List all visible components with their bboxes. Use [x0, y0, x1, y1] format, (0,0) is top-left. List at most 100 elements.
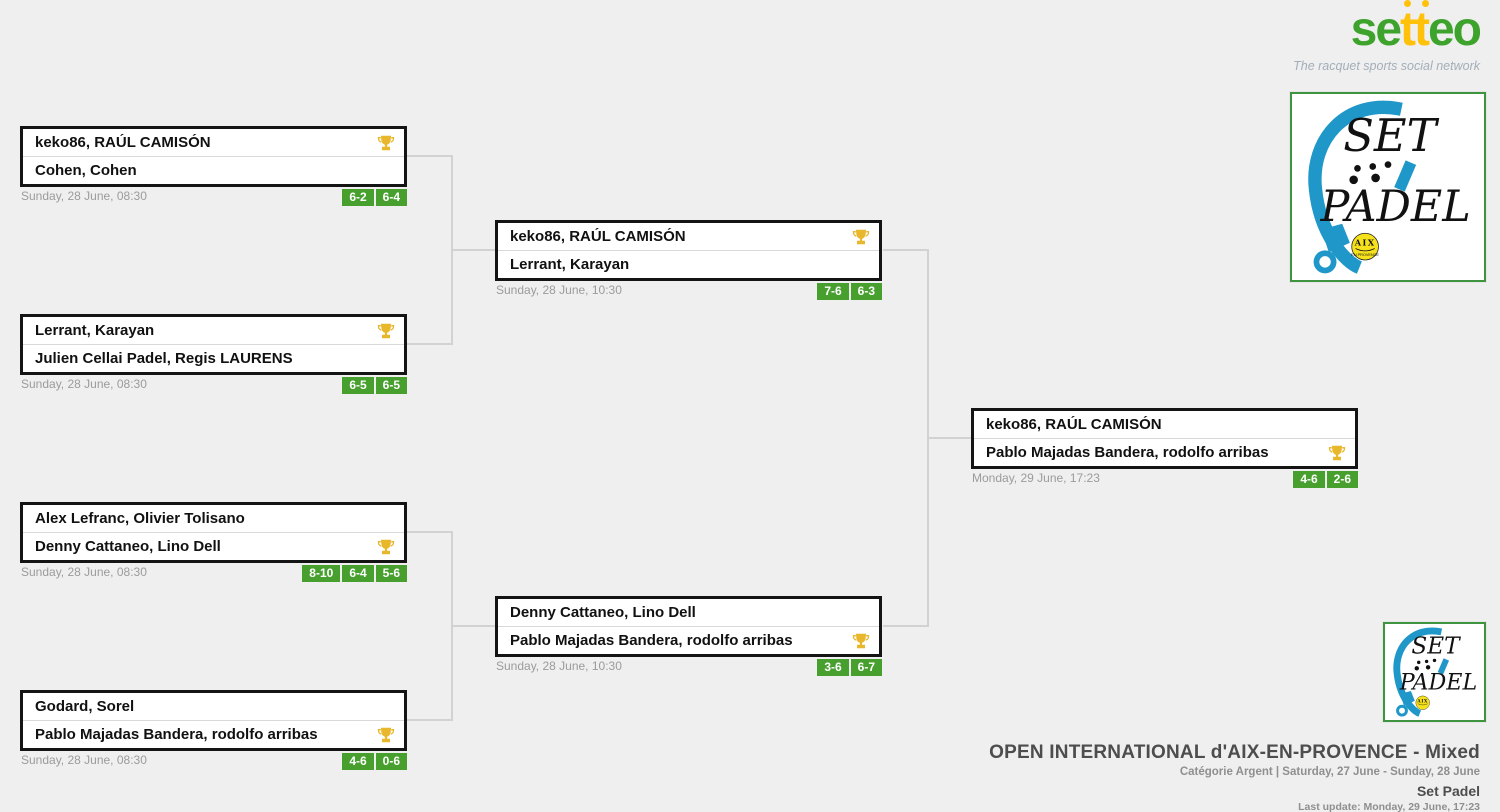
bracket-connector — [451, 249, 495, 251]
match-box[interactable]: Godard, Sorel Pablo Majadas Bandera, rod… — [20, 690, 407, 751]
trophy-icon — [377, 323, 395, 338]
match-date: Monday, 29 June, 17:23 — [972, 471, 1100, 485]
team-name: keko86, RAÚL CAMISÓN — [986, 416, 1162, 433]
team-name: Lerrant, Karayan — [35, 322, 155, 339]
trophy-icon — [377, 135, 395, 150]
score-badge: 6-4 — [375, 189, 407, 206]
match-box[interactable]: keko86, RAÚL CAMISÓN Cohen, Cohen — [20, 126, 407, 187]
set-padel-word1: SET — [1343, 109, 1439, 162]
score-badge: 7-6 — [817, 283, 849, 300]
score-badge: 6-3 — [850, 283, 882, 300]
aix-badge-label: AIX — [1416, 698, 1428, 703]
match-box[interactable]: Alex Lefranc, Olivier Tolisano Denny Cat… — [20, 502, 407, 563]
match-card: Denny Cattaneo, Lino Dell Pablo Majadas … — [495, 596, 882, 676]
aix-badge-label: AIX — [1354, 238, 1376, 248]
match-date: Sunday, 28 June, 08:30 — [21, 753, 147, 767]
score-badge: 6-5 — [375, 377, 407, 394]
team-name: Denny Cattaneo, Lino Dell — [35, 538, 221, 555]
match-date: Sunday, 28 June, 10:30 — [496, 283, 622, 297]
score-badge: 5-6 — [375, 565, 407, 582]
team-row: Pablo Majadas Bandera, rodolfo arribas — [498, 626, 879, 654]
set-padel-word1: SET — [1411, 634, 1461, 660]
club-name: Set Padel — [1416, 783, 1480, 799]
team-name: Julien Cellai Padel, Regis LAURENS — [35, 350, 293, 367]
team-row: Pablo Majadas Bandera, rodolfo arribas — [974, 438, 1355, 466]
bracket-connector — [883, 625, 929, 627]
match-date: Sunday, 28 June, 08:30 — [21, 565, 147, 579]
team-name: Pablo Majadas Bandera, rodolfo arribas — [986, 444, 1269, 461]
trophy-icon — [852, 633, 870, 648]
set-padel-word2: PADEL — [1399, 669, 1477, 695]
team-name: Alex Lefranc, Olivier Tolisano — [35, 510, 245, 527]
team-row: Julien Cellai Padel, Regis LAURENS — [23, 344, 404, 372]
bracket-connector — [407, 719, 453, 721]
match-card: keko86, RAÚL CAMISÓN Cohen, Cohen — [20, 126, 407, 206]
match-box[interactable]: Lerrant, Karayan Julien Cellai Padel, Re… — [20, 314, 407, 375]
team-name: Cohen, Cohen — [35, 162, 137, 179]
score-badge: 3-6 — [817, 659, 849, 676]
setteo-tagline: The racquet sports social network — [1293, 59, 1480, 73]
match-box[interactable]: keko86, RAÚL CAMISÓN Pablo Majadas Bande… — [971, 408, 1358, 469]
set-padel-racquet-icon: SET PADEL AIX — [1393, 627, 1477, 717]
trophy-icon — [377, 539, 395, 554]
score-badge: 2-6 — [1326, 471, 1358, 488]
team-row: Alex Lefranc, Olivier Tolisano — [23, 505, 404, 532]
team-name: Lerrant, Karayan — [510, 256, 630, 273]
team-name: Pablo Majadas Bandera, rodolfo arribas — [510, 632, 793, 649]
tournament-info: OPEN INTERNATIONAL d'AIX-EN-PROVENCE - M… — [989, 742, 1480, 812]
team-name: keko86, RAÚL CAMISÓN — [510, 228, 686, 245]
match-date: Sunday, 28 June, 08:30 — [21, 377, 147, 391]
trophy-icon — [1328, 445, 1346, 460]
bracket-connector — [883, 249, 929, 251]
last-update: Last update: Monday, 29 June, 17:23 — [1298, 801, 1480, 812]
match-card: Godard, Sorel Pablo Majadas Bandera, rod… — [20, 690, 407, 770]
team-row: Lerrant, Karayan — [498, 250, 879, 278]
aix-badge-sublabel: EN PROVENCE — [1351, 253, 1379, 257]
bracket-connector — [407, 155, 453, 157]
tournament-title: OPEN INTERNATIONAL d'AIX-EN-PROVENCE - M… — [989, 742, 1480, 763]
score-badge: 4-6 — [342, 753, 374, 770]
score-badge: 6-5 — [342, 377, 374, 394]
score-badge: 4-6 — [1293, 471, 1325, 488]
trophy-icon — [852, 229, 870, 244]
tournament-subtitle: Catégorie Argent | Saturday, 27 June - S… — [1179, 766, 1480, 778]
team-name: Pablo Majadas Bandera, rodolfo arribas — [35, 726, 318, 743]
team-row: keko86, RAÚL CAMISÓN — [23, 129, 404, 156]
match-card: Lerrant, Karayan Julien Cellai Padel, Re… — [20, 314, 407, 394]
score-badge: 6-2 — [342, 189, 374, 206]
team-row: Denny Cattaneo, Lino Dell — [23, 532, 404, 560]
team-row: Godard, Sorel — [23, 693, 404, 720]
score-badge: 0-6 — [375, 753, 407, 770]
trophy-icon — [377, 727, 395, 742]
bracket-connector — [927, 437, 971, 439]
bracket-connector — [407, 531, 453, 533]
match-date: Sunday, 28 June, 08:30 — [21, 189, 147, 203]
set-padel-logo-large: SET PADEL AIX EN PROVENCE — [1290, 92, 1486, 282]
match-card: keko86, RAÚL CAMISÓN Lerrant, Karayan — [495, 220, 882, 300]
team-row: keko86, RAÚL CAMISÓN — [498, 223, 879, 250]
team-name: Godard, Sorel — [35, 698, 135, 715]
team-row: Pablo Majadas Bandera, rodolfo arribas — [23, 720, 404, 748]
bracket-connector — [407, 343, 453, 345]
team-row: keko86, RAÚL CAMISÓN — [974, 411, 1355, 438]
match-card: Alex Lefranc, Olivier Tolisano Denny Cat… — [20, 502, 407, 582]
match-box[interactable]: Denny Cattaneo, Lino Dell Pablo Majadas … — [495, 596, 882, 657]
match-box[interactable]: keko86, RAÚL CAMISÓN Lerrant, Karayan — [495, 220, 882, 281]
match-date: Sunday, 28 June, 10:30 — [496, 659, 622, 673]
score-badge: 8-10 — [302, 565, 341, 582]
match-card: keko86, RAÚL CAMISÓN Pablo Majadas Bande… — [971, 408, 1358, 488]
